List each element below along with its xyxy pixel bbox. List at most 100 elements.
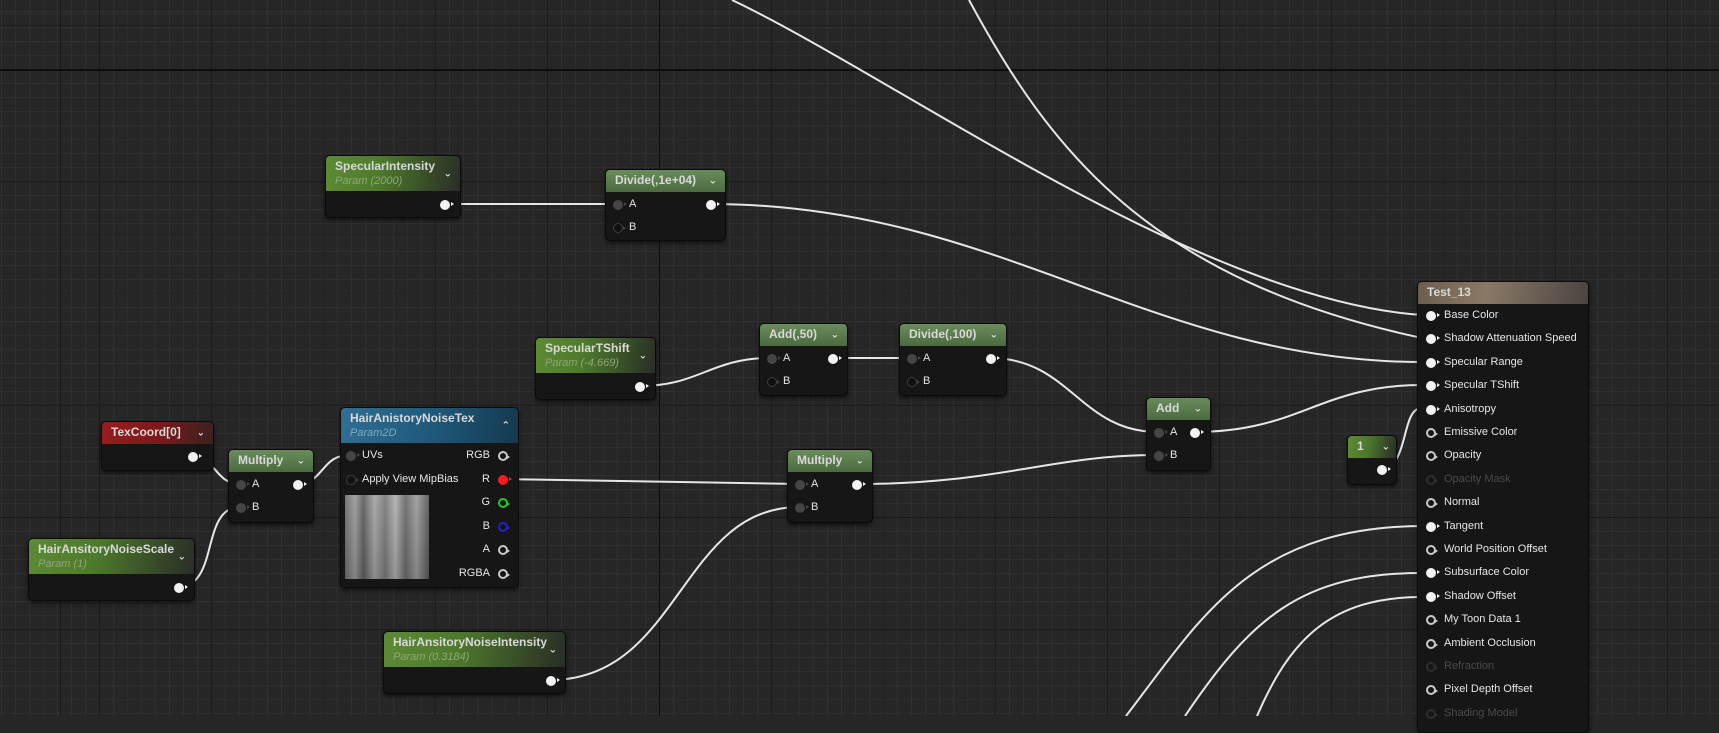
node-noise-intensity[interactable]: HairAnsitoryNoiseIntensity Param (0.3184… <box>383 631 566 694</box>
input-pin-b[interactable] <box>767 377 780 387</box>
material-input-label: Subsurface Color <box>1444 566 1529 579</box>
material-input-pin[interactable] <box>1426 685 1438 696</box>
output-pin[interactable] <box>1190 428 1204 438</box>
wire-to-shadow-attenuation[interactable] <box>968 0 1423 339</box>
wire-divide100-add[interactable] <box>989 357 1159 433</box>
output-pin[interactable] <box>188 452 202 462</box>
node-title: TexCoord[0] <box>111 425 181 439</box>
input-pin-mipbias[interactable] <box>346 475 359 485</box>
output-pin-rgba[interactable] <box>498 569 510 579</box>
material-input-pin[interactable] <box>1426 381 1440 392</box>
material-input-pin[interactable] <box>1426 311 1440 321</box>
input-pin-a[interactable] <box>236 480 250 490</box>
output-pin[interactable] <box>635 382 649 392</box>
material-input-pin[interactable] <box>1426 451 1438 462</box>
input-pin-a[interactable] <box>795 480 809 490</box>
output-pin[interactable] <box>174 583 188 593</box>
material-input-pin[interactable] <box>1426 545 1438 555</box>
chevron-down-icon[interactable]: ⌄ <box>177 551 186 562</box>
node-noise-scale[interactable]: HairAnsitoryNoiseScale Param (1) ⌄ <box>28 538 195 601</box>
material-input-pin <box>1426 662 1438 672</box>
wire-to-tangent[interactable] <box>1125 525 1423 716</box>
node-specular-intensity[interactable]: SpecularIntensity Param (2000) ⌄ <box>325 155 461 218</box>
input-pin-a[interactable] <box>613 200 627 210</box>
chevron-down-icon[interactable]: ⌄ <box>196 427 205 439</box>
material-input-pin[interactable] <box>1426 615 1438 626</box>
material-input-pin[interactable] <box>1426 568 1440 579</box>
wire-to-base-color[interactable] <box>731 0 1423 316</box>
chevron-down-icon[interactable]: ⌄ <box>443 168 452 179</box>
node-multiply-uv[interactable]: Multiply ⌄ A B <box>228 449 314 523</box>
wire-intensity-multiply[interactable] <box>549 506 800 681</box>
wire-tshift-add50[interactable] <box>638 357 772 387</box>
output-pin[interactable] <box>1377 465 1391 475</box>
wire-add-specular-tshift[interactable] <box>1193 384 1423 433</box>
chevron-down-icon[interactable]: ⌄ <box>1193 403 1202 415</box>
node-specular-tshift[interactable]: SpecularTShift Param (-4.669) ⌄ <box>535 337 656 400</box>
input-pin-b[interactable] <box>795 503 809 513</box>
node-texcoord[interactable]: TexCoord[0] ⌄ <box>101 421 214 471</box>
material-input-label: Emissive Color <box>1444 426 1518 438</box>
material-input-pin[interactable] <box>1426 357 1440 368</box>
output-pin-b[interactable] <box>498 522 510 532</box>
node-add[interactable]: Add ⌄ A B <box>1146 397 1211 471</box>
chevron-down-icon[interactable]: ⌄ <box>989 329 998 341</box>
chevron-up-icon[interactable]: ⌃ <box>501 420 510 431</box>
pin-label: A <box>629 198 637 210</box>
output-pin-g[interactable] <box>498 498 510 508</box>
pin-label: UVs <box>362 449 383 461</box>
wire-to-subsurface-color[interactable] <box>1184 572 1423 716</box>
node-multiply-noise[interactable]: Multiply ⌄ A B <box>787 449 873 523</box>
pin-label: B <box>811 501 819 513</box>
input-pin-a[interactable] <box>1154 428 1168 438</box>
node-noise-texture[interactable]: HairAnistoryNoiseTex Param2D ⌃ UVs Apply… <box>340 407 519 588</box>
output-pin[interactable] <box>706 200 720 210</box>
input-pin-a[interactable] <box>907 354 921 364</box>
wire-tex-r-multiply[interactable] <box>503 478 800 485</box>
node-divide-100[interactable]: Divide(,100) ⌄ A B <box>899 323 1007 396</box>
material-input-pin[interactable] <box>1426 498 1438 509</box>
output-pin-a[interactable] <box>498 545 510 555</box>
output-pin-r[interactable] <box>498 475 512 485</box>
wire-multiply-add[interactable] <box>856 454 1159 485</box>
input-pin-a[interactable] <box>767 354 781 364</box>
material-input-pin[interactable] <box>1426 334 1440 345</box>
output-pin[interactable] <box>852 480 866 490</box>
chevron-down-icon[interactable]: ⌄ <box>708 175 717 187</box>
node-constant-1[interactable]: 1 ⌄ <box>1347 435 1397 485</box>
material-input-pin[interactable] <box>1426 521 1440 532</box>
input-pin-b[interactable] <box>236 503 250 513</box>
chevron-down-icon[interactable]: ⌄ <box>296 455 305 467</box>
chevron-down-icon[interactable]: ⌄ <box>855 455 864 467</box>
material-input-pin[interactable] <box>1426 428 1438 438</box>
chevron-down-icon[interactable]: ⌄ <box>638 350 647 361</box>
input-pin-b[interactable] <box>613 223 626 233</box>
wire-to-shadow-offset[interactable] <box>1256 596 1423 716</box>
wire-divide-specular-range[interactable] <box>709 203 1423 363</box>
material-input-pin[interactable] <box>1426 591 1440 602</box>
output-pin[interactable] <box>293 480 307 490</box>
material-input-label: Specular Range <box>1444 355 1523 368</box>
output-pin-rgb[interactable] <box>498 451 510 461</box>
chevron-down-icon[interactable]: ⌄ <box>548 644 557 655</box>
output-pin[interactable] <box>546 676 560 686</box>
input-pin-b[interactable] <box>1154 451 1168 461</box>
pin-label: A <box>811 478 819 490</box>
pin-label: A <box>252 478 260 490</box>
output-pin[interactable] <box>986 354 1000 364</box>
output-pin[interactable] <box>440 200 454 210</box>
pin-label: RGBA <box>458 567 490 579</box>
input-pin-uvs[interactable] <box>346 451 360 461</box>
node-title: Test_13 <box>1427 285 1471 299</box>
chevron-down-icon[interactable]: ⌄ <box>1381 441 1390 453</box>
node-title: Add <box>1156 401 1180 415</box>
node-add-50[interactable]: Add(,50) ⌄ A B <box>759 323 848 396</box>
node-subtitle: Param (2000) <box>335 175 403 187</box>
output-pin[interactable] <box>828 354 842 364</box>
material-input-pin[interactable] <box>1426 404 1440 415</box>
material-input-pin[interactable] <box>1426 638 1438 649</box>
input-pin-b[interactable] <box>907 377 920 387</box>
node-divide-1e04[interactable]: Divide(,1e+04) ⌄ A B <box>605 169 726 241</box>
chevron-down-icon[interactable]: ⌄ <box>830 329 839 341</box>
